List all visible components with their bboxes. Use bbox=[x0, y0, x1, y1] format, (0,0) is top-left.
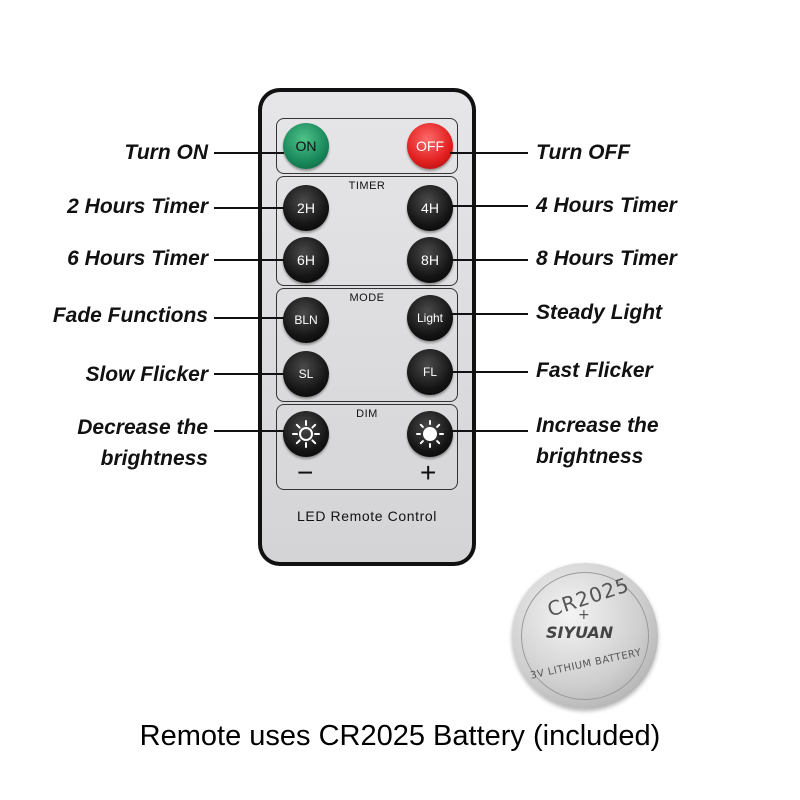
label-4h-timer: 4 Hours Timer bbox=[536, 194, 677, 217]
power-section: ON OFF bbox=[276, 118, 458, 174]
label-2h-timer: 2 Hours Timer bbox=[67, 195, 208, 218]
pointer-line-4h bbox=[450, 205, 528, 207]
mode-section-title: MODE bbox=[349, 292, 385, 304]
label-turn-on: Turn ON bbox=[124, 141, 208, 164]
on-button[interactable]: ON bbox=[283, 123, 329, 169]
sun-filled-icon bbox=[416, 420, 444, 448]
timer-2h-button[interactable]: 2H bbox=[283, 185, 329, 231]
timer-8h-button[interactable]: 8H bbox=[407, 237, 453, 283]
label-slow-flicker: Slow Flicker bbox=[85, 363, 208, 386]
dim-section: DIM bbox=[276, 404, 458, 490]
battery-rim bbox=[521, 572, 649, 700]
light-button[interactable]: Light bbox=[407, 295, 453, 341]
timer-4h-button[interactable]: 4H bbox=[407, 185, 453, 231]
battery-plus: + bbox=[578, 607, 590, 623]
dim-up-button[interactable] bbox=[407, 411, 453, 457]
battery-brand: SIYUAN bbox=[546, 623, 614, 642]
label-steady-light: Steady Light bbox=[536, 301, 663, 324]
label-increase-brightness-1: Increase the bbox=[536, 414, 659, 437]
timer-6h-button[interactable]: 6H bbox=[283, 237, 329, 283]
sun-outline-icon bbox=[292, 420, 320, 448]
pointer-line-turn-off bbox=[450, 152, 528, 154]
pointer-line-slow bbox=[214, 373, 284, 375]
remote-label: LED Remote Control bbox=[297, 508, 437, 524]
bln-button[interactable]: BLN bbox=[283, 297, 329, 343]
label-6h-timer: 6 Hours Timer bbox=[67, 247, 208, 270]
pointer-line-steady bbox=[450, 313, 528, 315]
dim-minus-sign: − bbox=[297, 457, 314, 488]
sl-button[interactable]: SL bbox=[283, 351, 329, 397]
label-fade-functions: Fade Functions bbox=[52, 304, 208, 327]
label-turn-off: Turn OFF bbox=[536, 141, 631, 164]
label-decrease-brightness-1: Decrease the bbox=[77, 416, 208, 439]
fl-button[interactable]: FL bbox=[407, 349, 453, 395]
timer-section-title: TIMER bbox=[348, 180, 386, 192]
label-fast-flicker: Fast Flicker bbox=[536, 359, 653, 382]
dim-section-title: DIM bbox=[356, 408, 378, 420]
pointer-line-8h bbox=[450, 259, 528, 261]
pointer-line-turn-on bbox=[214, 152, 284, 154]
pointer-line-6h bbox=[214, 259, 284, 261]
label-increase-brightness-2: brightness bbox=[536, 445, 644, 468]
pointer-line-fade bbox=[214, 317, 284, 319]
remote-control: ON OFF TIMER 2H 4H 6H 8H MODE BLN Light … bbox=[258, 88, 476, 566]
timer-section: TIMER 2H 4H 6H 8H bbox=[276, 176, 458, 286]
remote-face: ON OFF TIMER 2H 4H 6H 8H MODE BLN Light … bbox=[262, 92, 472, 562]
cr2025-battery: CR2025 + SIYUAN 3V LITHIUM BATTERY bbox=[512, 563, 658, 709]
label-decrease-brightness-2: brightness bbox=[100, 447, 208, 470]
pointer-line-fast bbox=[450, 371, 528, 373]
pointer-line-2h bbox=[214, 207, 284, 209]
battery-caption: Remote uses CR2025 Battery (included) bbox=[139, 720, 661, 752]
pointer-line-increase bbox=[450, 430, 528, 432]
pointer-line-decrease bbox=[214, 430, 284, 432]
dim-down-button[interactable] bbox=[283, 411, 329, 457]
mode-section: MODE BLN Light SL FL bbox=[276, 288, 458, 402]
label-8h-timer: 8 Hours Timer bbox=[536, 247, 677, 270]
dim-plus-sign: + bbox=[420, 457, 437, 488]
off-button[interactable]: OFF bbox=[407, 123, 453, 169]
